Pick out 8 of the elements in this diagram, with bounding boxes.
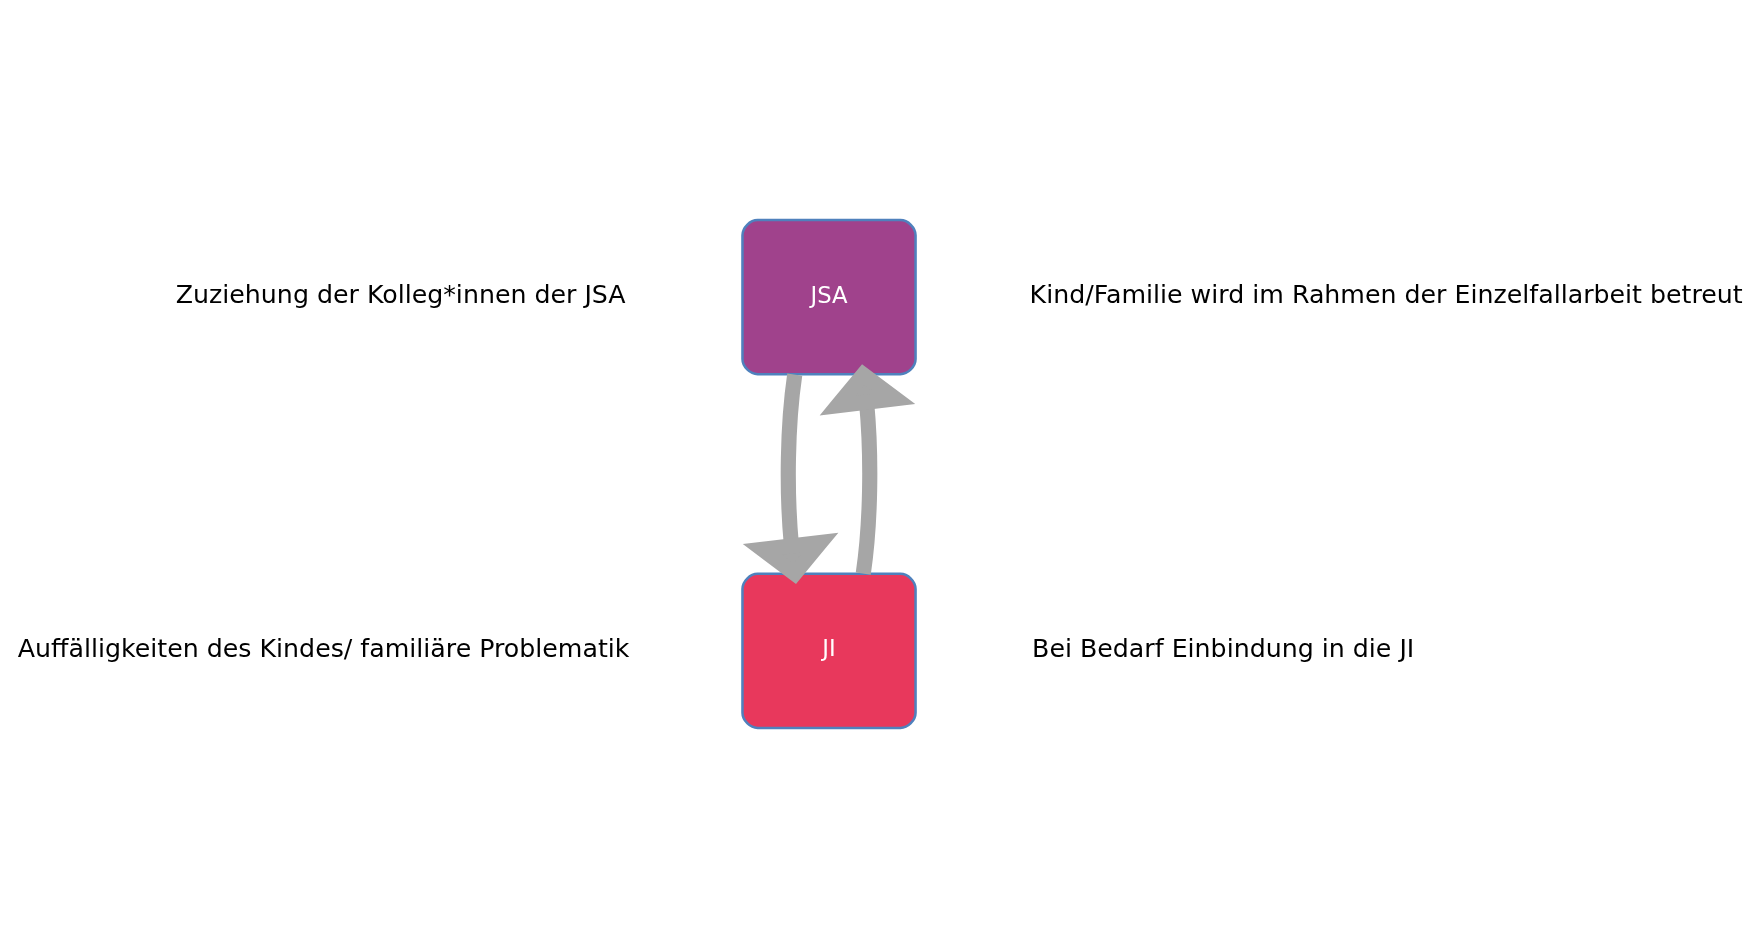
label: Bei Bedarf Einbindung in die JI: [1032, 633, 1415, 663]
node-box: JI: [741, 572, 917, 729]
arrow: [742, 373, 839, 584]
label: Auffälligkeiten des Kindes/ familiäre Problematik: [17, 633, 630, 663]
label: Zuziehung der Kolleg*innen der JSA: [175, 279, 626, 309]
arrow: [819, 363, 916, 575]
node-box: JSA: [741, 218, 917, 375]
label: Kind/Familie wird im Rahmen der Einzelfallarbeit betreut: [1029, 279, 1743, 309]
